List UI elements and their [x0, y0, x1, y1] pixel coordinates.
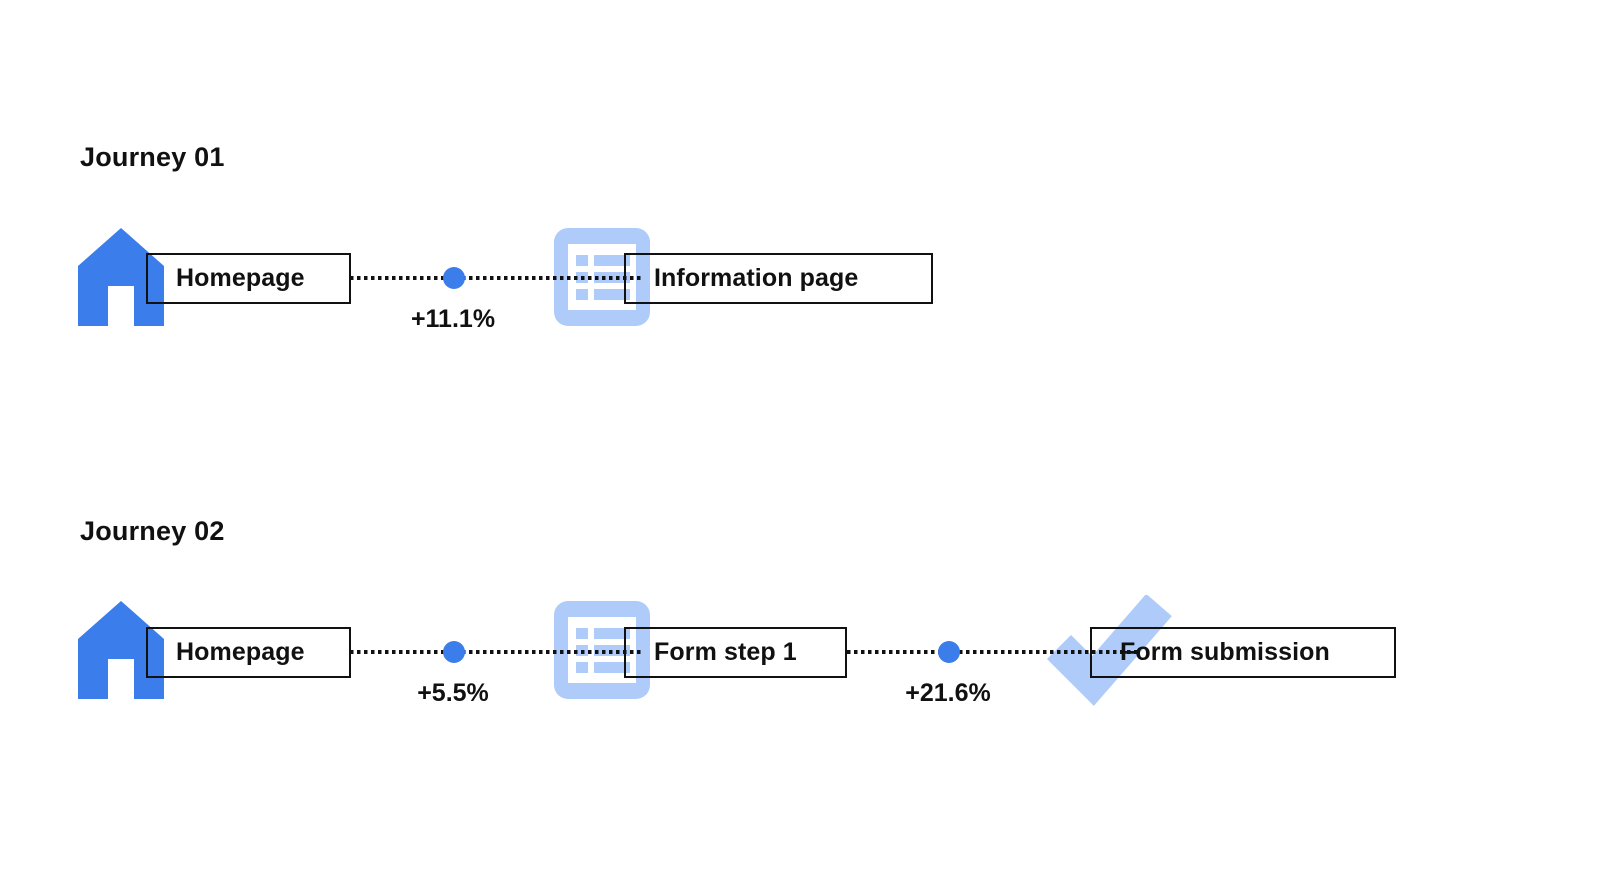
node-box-homepage-j1[interactable]: Homepage [146, 253, 351, 304]
node-label: Homepage [176, 638, 305, 666]
connector-line-j1-1 [350, 276, 642, 280]
journey-01-title: Journey 01 [80, 142, 225, 172]
node-box-information-page-j1[interactable]: Information page [624, 253, 933, 304]
node-box-homepage-j2[interactable]: Homepage [146, 627, 351, 678]
checkmark-icon [1046, 595, 1176, 712]
delta-label-j2-2: +21.6% [905, 679, 991, 707]
node-label: Homepage [176, 264, 305, 292]
delta-label-j2-1: +5.5% [417, 679, 489, 707]
home-icon [78, 228, 164, 326]
node-label: Form step 1 [654, 638, 797, 666]
connector-line-j2-1 [350, 650, 642, 654]
journey-02-title: Journey 02 [80, 516, 225, 546]
node-box-form-step-1-j2[interactable]: Form step 1 [624, 627, 847, 678]
connector-dot-j1-1 [443, 267, 465, 289]
node-label: Form submission [1120, 638, 1330, 666]
connector-dot-j2-2 [938, 641, 960, 663]
delta-label-j1-1: +11.1% [410, 305, 496, 333]
connector-line-j2-2 [847, 650, 1137, 654]
connector-dot-j2-1 [443, 641, 465, 663]
node-label: Information page [654, 264, 859, 292]
node-box-form-submission-j2[interactable]: Form submission [1090, 627, 1396, 678]
home-icon [78, 601, 164, 699]
